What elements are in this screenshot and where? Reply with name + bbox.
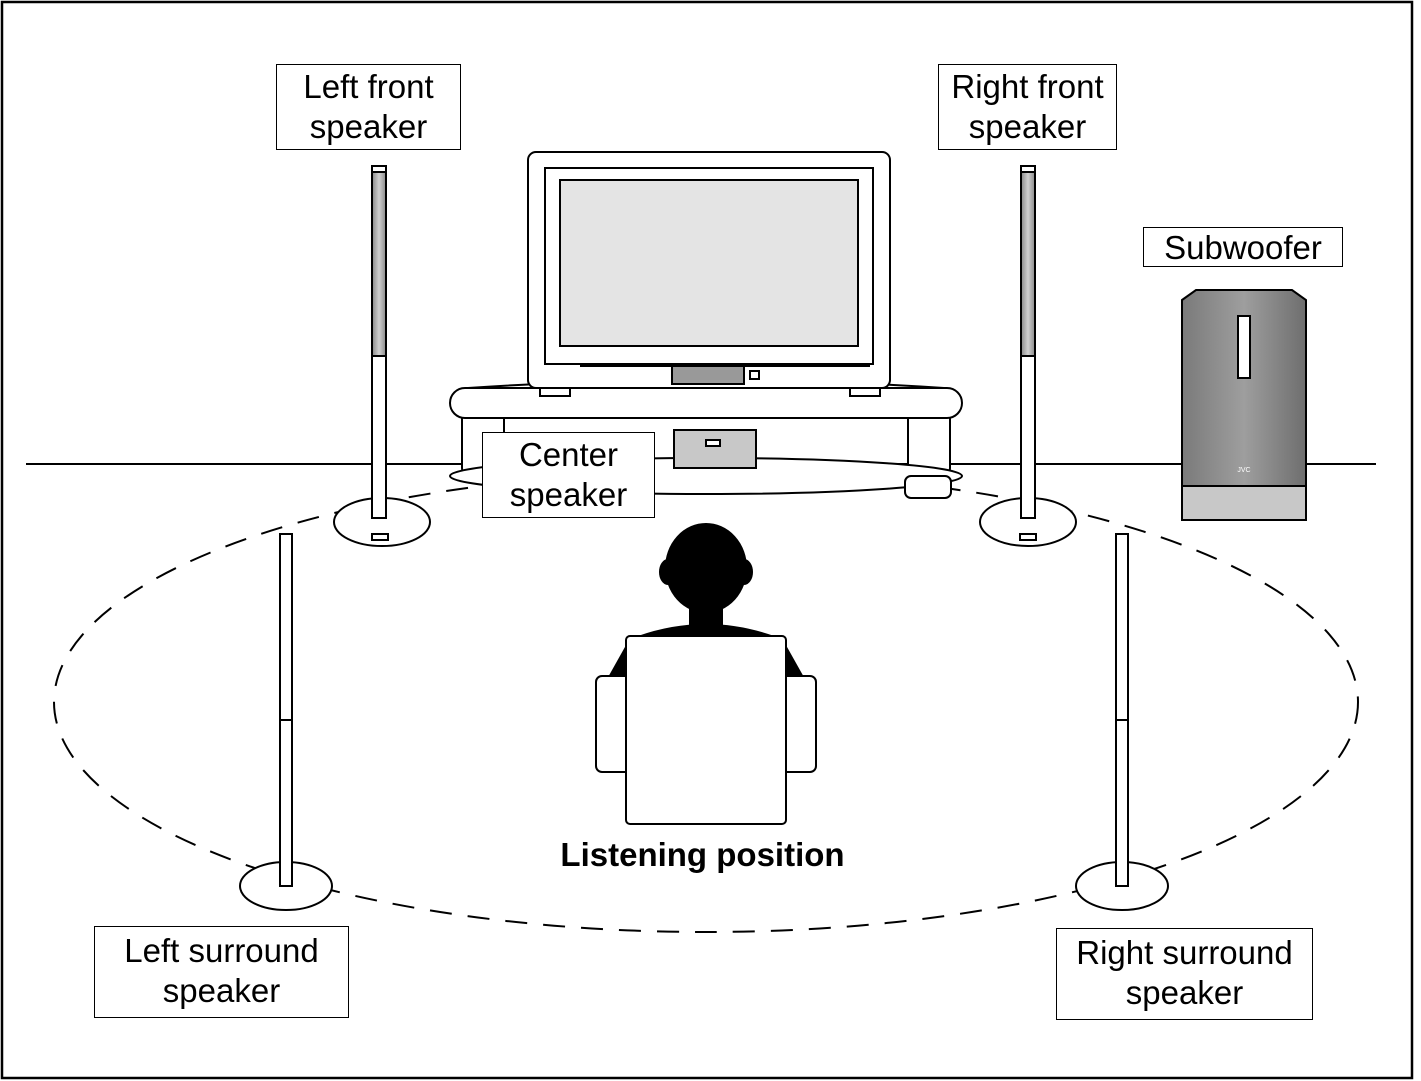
chair — [595, 635, 817, 825]
left-surround-speaker — [239, 533, 333, 911]
subwoofer: JVC — [1181, 289, 1307, 521]
right-surround-label-line2: speaker — [1125, 974, 1244, 1011]
subwoofer-label: Subwoofer — [1143, 227, 1343, 267]
left-surround-speaker-label: Left surround speaker — [94, 926, 349, 1018]
listening-position-caption: Listening position — [560, 836, 845, 873]
right-surround-label-line1: Right surround — [1076, 934, 1293, 971]
listening-area-circle — [53, 471, 1359, 933]
television — [527, 151, 891, 397]
right-front-speaker-label: Right front speaker — [938, 64, 1117, 150]
left-front-label-line2: speaker — [309, 108, 428, 145]
right-front-speaker — [979, 165, 1077, 547]
left-front-speaker-label: Left front speaker — [276, 64, 461, 150]
left-front-label-line1: Left front — [303, 68, 434, 105]
left-front-speaker — [333, 165, 431, 547]
subwoofer-label-text: Subwoofer — [1164, 229, 1322, 266]
subwoofer-brand-logo: JVC — [1237, 467, 1250, 474]
center-label-line1: Center — [518, 436, 619, 473]
center-speaker — [673, 429, 757, 469]
left-surround-label-line2: speaker — [162, 972, 281, 1009]
right-front-label-line1: Right front — [951, 68, 1104, 105]
right-surround-speaker — [1075, 533, 1169, 911]
center-speaker-label: Center speaker — [482, 432, 655, 518]
right-surround-speaker-label: Right surround speaker — [1056, 928, 1313, 1020]
center-label-line2: speaker — [509, 476, 628, 513]
left-surround-label-line1: Left surround — [124, 932, 319, 969]
right-front-label-line2: speaker — [968, 108, 1087, 145]
